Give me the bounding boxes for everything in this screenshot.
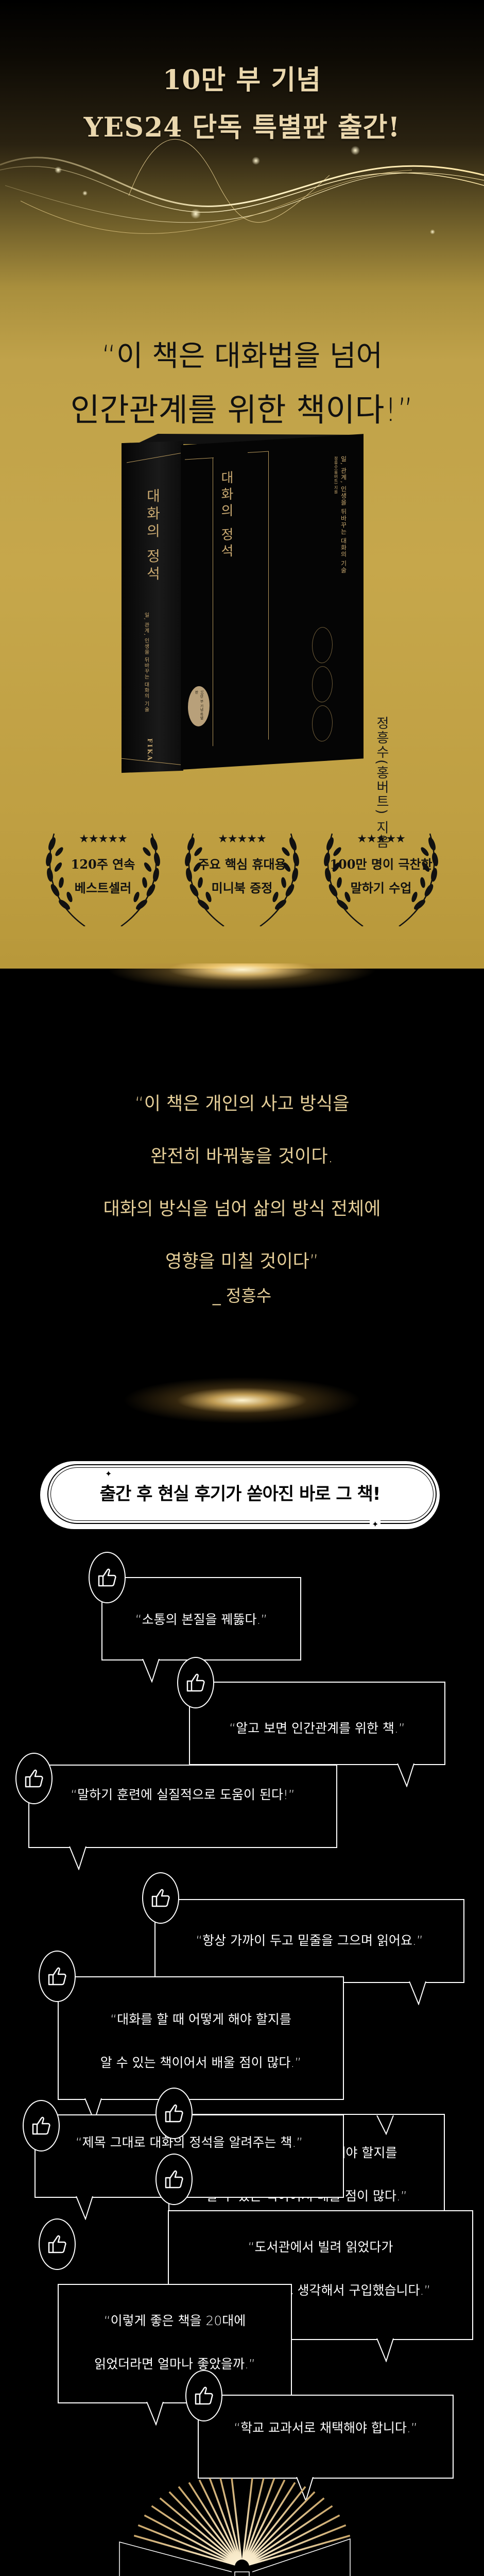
bubble-tail <box>76 2196 93 2220</box>
author-quote: “이 책은 개인의 사고 방식을 완전히 바꿔놓을 것이다. 대화의 방식을 넘… <box>103 1094 381 1272</box>
thumbs-up-icon <box>142 1872 179 1924</box>
edition-seal: 10만 부 기념 특별판 <box>188 685 210 727</box>
hero-title: 10만 부 기념 YES24 단독 특별판 출간! <box>83 64 401 143</box>
hero-quote: “이 책은 대화법을 넘어 인간관계를 위한 책이다!” <box>70 340 414 429</box>
thumbs-up-icon <box>89 1552 126 1603</box>
bubble-tail <box>397 1764 414 1787</box>
award-badge: ★★★★★ 100만 명이 극찬한 말하기 수업 <box>317 813 445 926</box>
bubble-tail <box>376 2115 394 2136</box>
light-glow-decoration <box>0 963 484 1041</box>
thumbs-up-icon <box>39 1951 76 2002</box>
bubble-tail <box>409 1981 426 2005</box>
light-glow-decoration <box>0 1340 484 1443</box>
award-badges: ★★★★★ 120주 연속 베스트셀러 <box>39 813 445 926</box>
open-book-illustration <box>119 2478 351 2576</box>
rating-stars-icon: ★★★★★ <box>357 833 406 845</box>
bubble-tail <box>376 2338 394 2362</box>
award-badge: ★★★★★ 주요 핵심 휴대용 미니북 증정 <box>178 813 306 926</box>
review-bubble: “이렇게 좋은 책을 20대에 읽었더라면 얼마나 좋았을까.” <box>58 2284 292 2403</box>
laurel-wreath-icon <box>324 833 438 926</box>
sparkle-icon: ✦ <box>370 1520 381 1529</box>
book-cover-image: 대화의 정석 일, 관계, 인생을 뒤바꾸는 대화의 기술 FIKA 대화의 정… <box>122 434 364 794</box>
book-front: 대화의 정석 일, 관계, 인생을 뒤바꾸는 대화의 기술 정흥수(홍버트) 지… <box>181 434 364 770</box>
review-bubble: “소통의 본질을 꿰뚫다.” <box>101 1577 301 1660</box>
thumbs-up-icon <box>155 2088 193 2139</box>
sparkle-icon: ✦ <box>103 1470 114 1478</box>
author-credit: 정흥수(홍버트) 지음 <box>374 716 389 850</box>
bubble-tail <box>142 1659 160 1683</box>
laurel-wreath-icon <box>185 833 299 926</box>
award-badge: ★★★★★ 120주 연속 베스트셀러 <box>39 813 167 926</box>
review-bubble: “대화를 할 때 어떻게 해야 할지를 알 수 있는 책이어서 배울 점이 많다… <box>58 1976 344 2100</box>
cover-laurels-decoration <box>312 626 333 746</box>
book-spine: 대화의 정석 일, 관계, 인생을 뒤바꾸는 대화의 기술 FIKA <box>122 440 183 773</box>
thumbs-up-icon <box>155 2154 193 2205</box>
review-bubble: “알고 보면 인간관계를 위한 책.” <box>189 1682 445 1765</box>
thumbs-up-icon <box>39 2218 76 2270</box>
review-bubble: “말하기 훈련에 실질적으로 도움이 된다!” <box>28 1765 337 1848</box>
reviews-header: 출간 후 현실 후기가 쏟아진 바로 그 책! <box>99 1484 381 1504</box>
thumbs-up-icon <box>15 1753 53 1804</box>
rating-stars-icon: ★★★★★ <box>79 833 128 845</box>
thumbs-up-icon <box>23 2100 60 2151</box>
bubble-tail <box>69 1846 87 1870</box>
review-bubble: “도서관에서 빌려 읽었다가 소장해야겠다고 생각해서 구입했습니다.” <box>168 2210 473 2340</box>
quote-author: _ 정흥수 <box>212 1286 272 1306</box>
laurel-wreath-icon <box>46 833 160 926</box>
thumbs-up-icon <box>177 1657 214 1708</box>
review-bubble: “학교 교과서로 채택해야 합니다.” <box>198 2395 454 2479</box>
review-bubble: “항상 가까이 두고 밑줄을 그으며 읽어요.” <box>154 1899 464 1983</box>
rating-stars-icon: ★★★★★ <box>218 833 267 845</box>
bubble-tail <box>146 2402 164 2426</box>
thumbs-up-icon <box>185 2370 222 2421</box>
gold-wave-decoration <box>0 131 484 234</box>
